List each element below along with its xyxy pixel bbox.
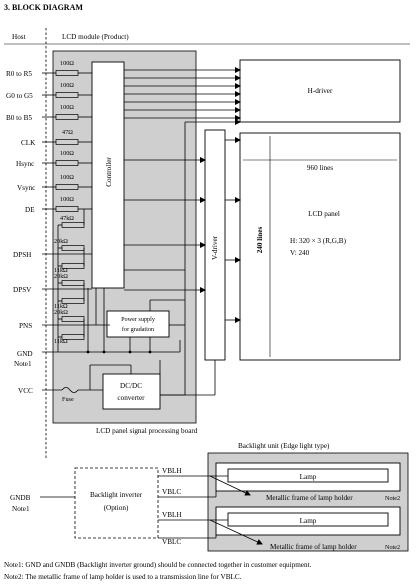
vblc-2: VBLC xyxy=(162,538,181,546)
board-label: LCD panel signal processing board xyxy=(96,427,198,435)
res-dpsv-hi: 20kΩ xyxy=(54,273,68,280)
input-r: R0 to R5 xyxy=(6,70,32,78)
input-dpsh: DPSH xyxy=(13,251,31,259)
input-gnd: GND xyxy=(17,350,33,358)
res-vsync: 100Ω xyxy=(60,174,74,181)
note2-b: Note2 xyxy=(385,544,400,551)
backlight-wires xyxy=(158,475,263,545)
dcdc-line2: converter xyxy=(117,394,145,402)
input-de: DE xyxy=(25,206,35,214)
vdriver-bus xyxy=(124,137,241,368)
inverter-line1: Backlight inverter xyxy=(90,491,143,499)
vblc-1: VBLC xyxy=(162,488,181,496)
res-dpsh-lo: 11kΩ xyxy=(54,267,68,274)
controller-block xyxy=(91,61,125,289)
dcdc-block xyxy=(102,373,161,410)
input-pns: PNS xyxy=(19,322,32,330)
input-hsync: Hsync xyxy=(16,160,34,168)
note-1: Note1: GND and GNDB (Backlight inverter … xyxy=(4,561,312,569)
panel-h: H: 320 × 3 (R,G,B) xyxy=(290,237,347,245)
gndb-note1: Note1 xyxy=(12,505,30,513)
vblh-1: VBLH xyxy=(162,467,182,475)
signal-wires xyxy=(42,70,216,396)
lamp-1-label: Lamp xyxy=(300,473,317,481)
vdriver-label: V-driver xyxy=(211,235,219,260)
input-clk: CLK xyxy=(21,139,36,147)
lamp-2 xyxy=(227,512,389,527)
input-g: G0 to G5 xyxy=(6,92,33,100)
panel-v: V: 240 xyxy=(290,249,310,257)
hdriver-bus xyxy=(124,67,241,121)
controller-label: Controller xyxy=(105,157,113,187)
signal-board xyxy=(52,50,197,424)
lcd-panel xyxy=(239,132,401,361)
res-clk: 47Ω xyxy=(62,129,73,136)
res-pns-hi: 20kΩ xyxy=(54,309,68,316)
frame-2-label: Metallic frame of lamp holder xyxy=(270,543,357,551)
frame-1-label: Metallic frame of lamp holder xyxy=(266,494,353,502)
note2-a: Note2 xyxy=(385,495,400,502)
panel-label: LCD panel xyxy=(308,210,340,218)
res-dpsv-lo: 11kΩ xyxy=(54,303,68,310)
res-dpsh-hi: 20kΩ xyxy=(54,238,68,245)
power-supply-block xyxy=(106,310,170,338)
vblh-2: VBLH xyxy=(162,511,182,519)
input-vsync: Vsync xyxy=(17,184,35,192)
res-de-pull: 47kΩ xyxy=(60,215,74,222)
res-de: 100Ω xyxy=(60,196,74,203)
hdriver-label: H-driver xyxy=(308,87,333,95)
gndb-label: GNDB xyxy=(10,494,31,502)
res-g: 100Ω xyxy=(60,82,74,89)
host-label: Host xyxy=(12,33,26,41)
res-b: 100Ω xyxy=(60,104,74,111)
lines-240: 240 lines xyxy=(256,227,264,254)
note-2: Note2: The metallic frame of lamp holder… xyxy=(4,573,242,581)
inverter-line2: (Option) xyxy=(104,504,129,512)
lamp-2-label: Lamp xyxy=(300,517,317,525)
lines-960: 960 lines xyxy=(307,164,333,172)
power-supply-line2: for gradation xyxy=(122,326,154,333)
input-dpsv: DPSV xyxy=(13,286,32,294)
power-supply-line1: Power supply xyxy=(121,316,156,323)
module-label: LCD module (Product) xyxy=(62,33,129,41)
res-r: 100Ω xyxy=(60,60,74,67)
input-b: B0 to B5 xyxy=(6,114,32,122)
section-title: 3. BLOCK DIAGRAM xyxy=(4,3,83,12)
input-vcc: VCC xyxy=(18,387,33,395)
res-hsync: 100Ω xyxy=(60,150,74,157)
backlight-label: Backlight unit (Edge light type) xyxy=(238,442,330,450)
dcdc-line1: DC/DC xyxy=(120,382,142,390)
input-note1: Note1 xyxy=(14,360,32,368)
res-pns-lo: 11kΩ xyxy=(54,338,68,345)
fuse-label: Fuse xyxy=(62,396,74,403)
lamp-1 xyxy=(227,468,389,483)
inverter-block xyxy=(74,467,159,539)
